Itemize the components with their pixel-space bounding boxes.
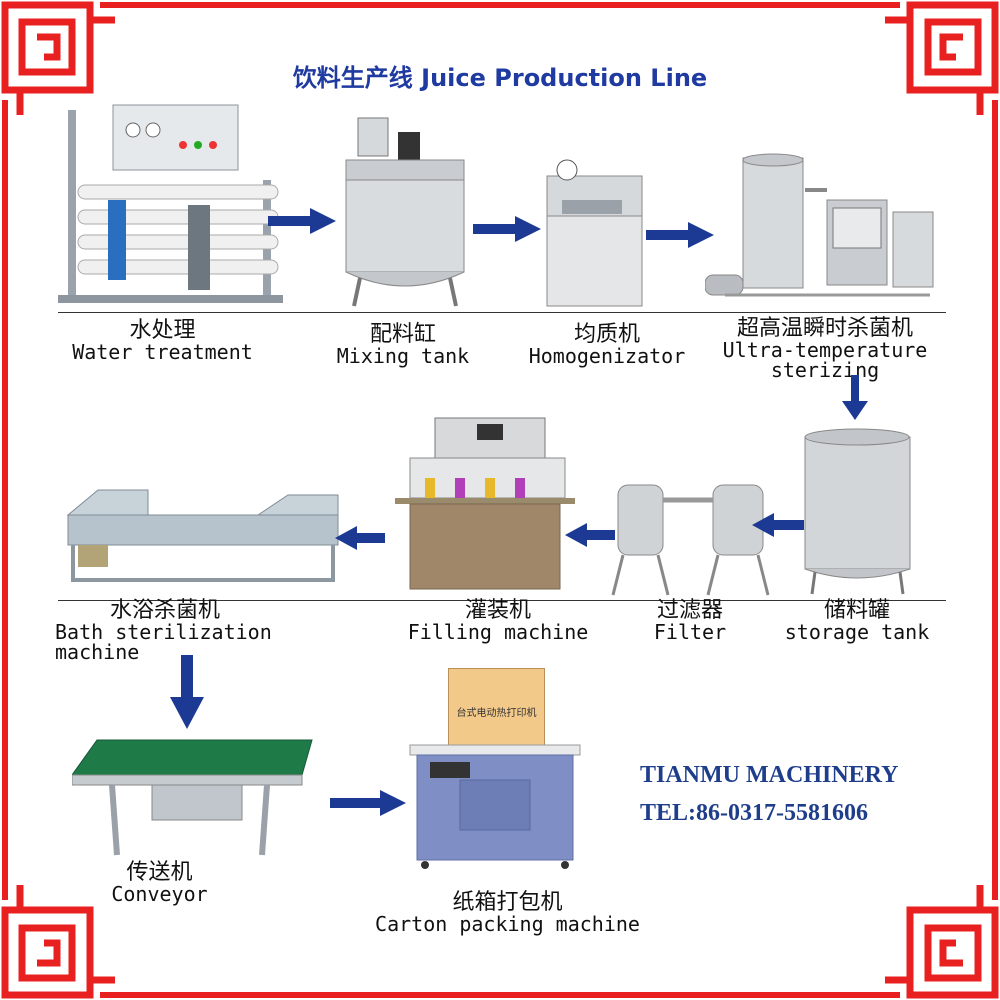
arrow-8-to-9 — [170, 655, 204, 729]
arrow-5-to-6 — [752, 513, 804, 537]
arrow-7-to-8 — [335, 526, 385, 550]
label-filter: 过滤器 Filter — [653, 598, 727, 644]
homogenizer-machine — [546, 159, 643, 307]
filling-machine — [395, 417, 575, 590]
arrow-4-to-5 — [842, 375, 868, 420]
water-treatment-machine — [58, 104, 283, 303]
label-homogenizator: 均质机 Homogenizator — [528, 322, 686, 368]
label-storage-tank: 储料罐 storage tank — [784, 598, 930, 644]
mixing-tank-machine — [345, 117, 465, 307]
label-carton-packing: 纸箱打包机 Carton packing machine — [375, 890, 640, 936]
company-name: TIANMU MACHINERY — [640, 762, 899, 788]
row-2-divider — [58, 600, 946, 601]
label-water-treatment: 水处理 Water treatment — [72, 318, 253, 364]
conveyor-machine — [72, 739, 313, 856]
filter-machine — [611, 484, 770, 596]
arrow-3-to-4 — [646, 222, 714, 248]
carton-packing-machine — [409, 744, 581, 869]
uht-sterilizer-machine — [705, 153, 934, 297]
arrow-9-to-10 — [330, 790, 406, 816]
label-filling-machine: 灌装机 Filling machine — [407, 598, 589, 644]
storage-tank-machine — [804, 428, 911, 595]
bath-sterilization-machine — [66, 489, 339, 582]
row-1-divider — [58, 312, 946, 313]
arrow-2-to-3 — [473, 216, 541, 242]
carton-box-text: 台式电动热打印机 — [456, 708, 537, 719]
label-mixing-tank: 配料缸 Mixing tank — [336, 322, 470, 368]
label-conveyor: 传送机 Conveyor — [111, 860, 208, 906]
arrow-6-to-7 — [565, 523, 615, 547]
label-uht-sterilizing: 超高温瞬时杀菌机 Ultra-temperature sterizing — [722, 316, 928, 382]
diagram-title: 饮料生产线 Juice Production Line — [292, 64, 708, 92]
company-phone: TEL:86-0317-5581606 — [640, 800, 868, 826]
label-bath-sterilization: 水浴杀菌机 Bath sterilization machine — [55, 598, 272, 664]
arrow-1-to-2 — [268, 208, 336, 234]
